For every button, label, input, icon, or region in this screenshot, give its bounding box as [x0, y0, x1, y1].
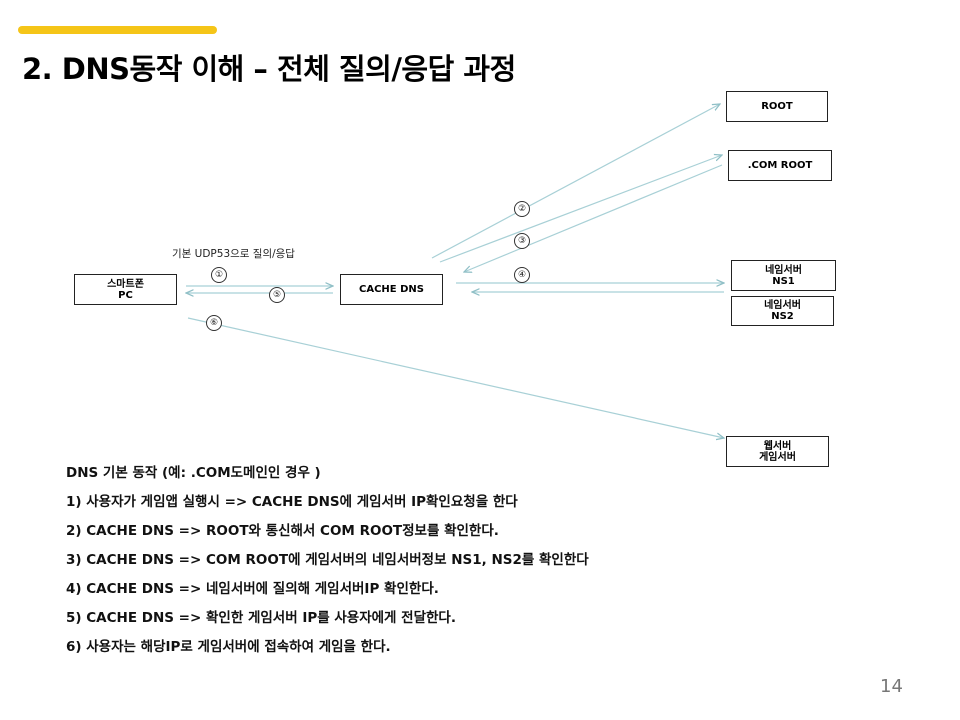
node-cache-dns: CACHE DNS: [340, 274, 443, 305]
step-4: 4) CACHE DNS => 네임서버에 질의해 게임서버IP 확인한다.: [66, 581, 439, 597]
arrow-step-2: [431, 104, 720, 259]
arrow-step-6: [187, 317, 724, 438]
step-3: 3) CACHE DNS => COM ROOT에 게임서버의 네임서버정보 N…: [66, 552, 589, 568]
node-client: 스마트폰 PC: [74, 274, 177, 305]
node-client-line2: PC: [118, 289, 133, 301]
step-marker-4: ④: [514, 267, 530, 283]
node-ns1-line2: NS1: [772, 275, 795, 287]
slide-title: 2. DNS동작 이해 – 전체 질의/응답 과정: [22, 52, 516, 86]
step-marker-1: ①: [211, 267, 227, 283]
step-2: 2) CACHE DNS => ROOT와 통신해서 COM ROOT정보를 확…: [66, 523, 499, 539]
node-client-line1: 스마트폰: [107, 278, 144, 290]
node-root: ROOT: [726, 91, 828, 122]
node-web-server-line1: 웹서버: [763, 440, 792, 452]
diagram-caption: 기본 UDP53으로 질의/응답: [172, 248, 295, 260]
page-number: 14: [880, 676, 903, 697]
node-ns1: 네임서버 NS1: [731, 260, 836, 291]
node-web-server-line2: 게임서버: [759, 451, 796, 463]
arrow-step-2b: [439, 155, 722, 263]
dns-steps-list: DNS 기본 동작 (예: .COM도메인인 경우 ) 1) 사용자가 게임앱 …: [66, 461, 589, 664]
step-marker-3: ③: [514, 233, 530, 249]
node-cache-dns-label: CACHE DNS: [359, 284, 424, 295]
node-ns1-line1: 네임서버: [765, 264, 802, 276]
node-ns2-line2: NS2: [771, 311, 794, 322]
node-ns2-line1: 네임서버: [764, 300, 801, 311]
title-accent-bar: [18, 26, 217, 34]
step-5: 5) CACHE DNS => 확인한 게임서버 IP를 사용자에게 전달한다.: [66, 610, 456, 626]
node-ns2: 네임서버 NS2: [731, 296, 834, 326]
steps-heading: DNS 기본 동작 (예: .COM도메인인 경우 ): [66, 465, 321, 481]
node-web-server: 웹서버 게임서버: [726, 436, 829, 467]
step-marker-2: ②: [514, 201, 530, 217]
node-root-label: ROOT: [761, 101, 793, 112]
step-marker-5: ⑤: [269, 287, 285, 303]
step-6: 6) 사용자는 해당IP로 게임서버에 접속하여 게임을 한다.: [66, 639, 391, 655]
step-1: 1) 사용자가 게임앱 실행시 => CACHE DNS에 게임서버 IP확인요…: [66, 494, 518, 510]
node-com-root-label: .COM ROOT: [747, 160, 813, 171]
arrow-step-3: [464, 164, 723, 272]
node-com-root: .COM ROOT: [728, 150, 832, 181]
step-marker-6: ⑥: [206, 315, 222, 331]
